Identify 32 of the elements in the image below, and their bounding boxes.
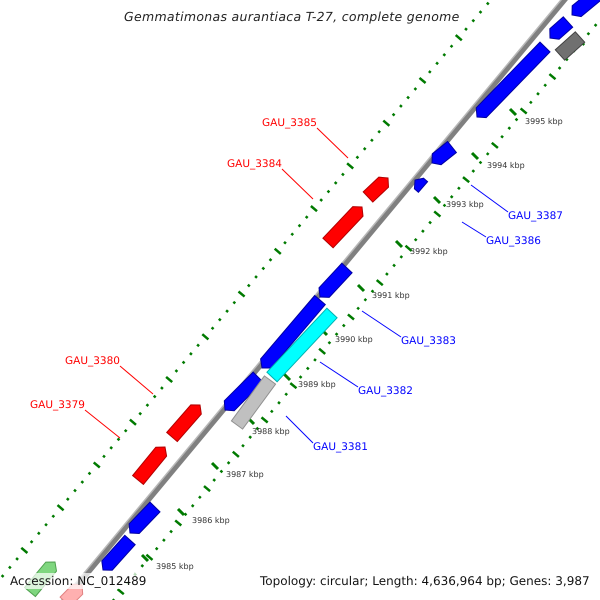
- gene-label: GAU_3383: [401, 335, 456, 348]
- leader-line: [286, 416, 314, 444]
- gene-label: GAU_3380: [65, 355, 120, 368]
- gene-label: GAU_3386: [486, 235, 541, 248]
- leader-line: [316, 128, 348, 158]
- tick-label: 3988 kbp: [252, 427, 290, 437]
- leader-line: [84, 410, 120, 438]
- leader-line: [462, 222, 486, 238]
- gene-label: GAU_3381: [313, 441, 368, 454]
- genome-summary-text: Topology: circular; Length: 4,636,964 bp; Genes: 3,987: [258, 573, 592, 589]
- leader-line: [282, 168, 314, 200]
- tick-label: 3985 kbp: [156, 562, 194, 572]
- tick-label: 3993 kbp: [446, 200, 484, 210]
- accession-text: Accession: NC_012489: [8, 573, 148, 589]
- leader-line: [320, 362, 358, 388]
- tick-label: 3989 kbp: [298, 380, 336, 390]
- title: Gemmatimonas aurantiaca T-27, complete genome: [124, 9, 460, 24]
- tick-label: 3992 kbp: [410, 247, 448, 257]
- gene-label: GAU_3385: [262, 117, 317, 130]
- gene-label: GAU_3382: [358, 385, 413, 398]
- leader-line: [470, 184, 508, 212]
- gene-label: GAU_3387: [508, 210, 563, 223]
- tick-label: 3990 kbp: [335, 335, 373, 345]
- leader-line: [120, 366, 154, 394]
- tick-label: 3986 kbp: [192, 516, 230, 526]
- tick-label: 3995 kbp: [525, 117, 563, 127]
- gene-label: GAU_3379: [30, 399, 85, 412]
- tick-label: 3991 kbp: [372, 291, 410, 301]
- tick-label: 3994 kbp: [487, 161, 525, 171]
- gene-label: GAU_3384: [227, 158, 282, 171]
- leader-line: [362, 310, 402, 338]
- tick-label: 3987 kbp: [226, 470, 264, 480]
